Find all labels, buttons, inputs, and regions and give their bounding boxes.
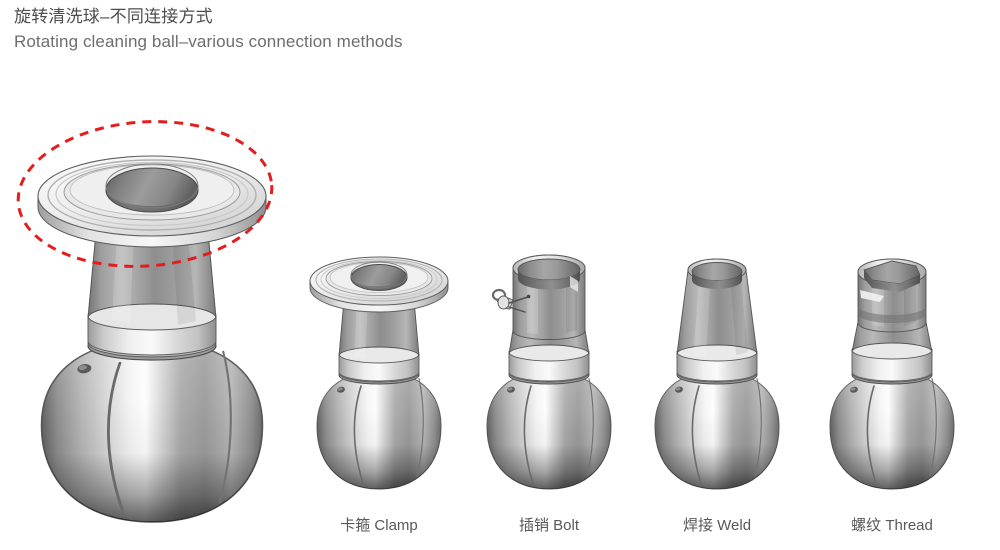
clamp-triclamp-flange (309, 256, 449, 313)
weld-ball-body (654, 370, 780, 490)
thread-collar-band (851, 340, 933, 382)
thread-ball-body (829, 370, 955, 490)
page-title-chinese: 旋转清洗球–不同连接方式 (14, 7, 213, 26)
variant-thread (829, 258, 955, 490)
page-title-english: Rotating cleaning ball–various connectio… (14, 31, 403, 51)
caption-clamp: 卡箍 Clamp (340, 517, 418, 534)
caption-weld: 焊接 Weld (682, 517, 752, 534)
thread-hex-socket (857, 258, 927, 333)
clamp-ball-body (316, 370, 442, 490)
hero-cleaning-ball-clamp (16, 120, 274, 524)
bolt-locking-pin (491, 288, 531, 313)
bolt-socket-barrel (512, 254, 586, 340)
caption-bolt: 插销 Bolt (518, 517, 580, 534)
page-title: 旋转清洗球–不同连接方式 Rotating cleaning ball–vari… (14, 6, 403, 54)
variant-weld (654, 258, 780, 490)
weld-tube (676, 258, 758, 357)
hero-collar-band (87, 301, 217, 356)
clamp-collar-band (338, 344, 420, 382)
variant-bolt (486, 254, 612, 490)
variant-clamp (309, 256, 449, 490)
highlight-annotation-ellipse (16, 120, 274, 268)
hero-ball-body (40, 338, 264, 524)
bolt-collar-band (508, 342, 590, 382)
bolt-ball-body (486, 370, 612, 490)
hero-triclamp-flange (37, 155, 267, 248)
caption-thread: 螺纹 Thread (851, 517, 933, 534)
